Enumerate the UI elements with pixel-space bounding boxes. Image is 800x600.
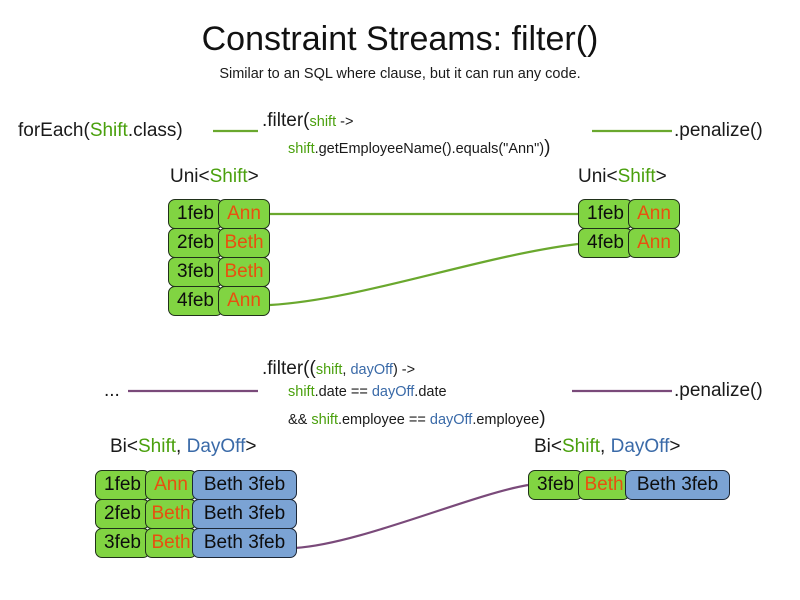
bi-penalize-expression: .penalize(): [674, 380, 763, 401]
cell-dayoff: Beth 3feb: [625, 470, 730, 500]
cell-employee-name: Ann: [218, 286, 270, 316]
bi-filter-l2-var2: dayOff: [371, 384, 415, 400]
cell-employee-name: Beth: [578, 470, 630, 500]
uni-filter-body: .getEmployeeName().equals("Ann"): [314, 141, 545, 157]
bi-input-type2: DayOff: [186, 436, 246, 457]
bi-filter-l3-var2: dayOff: [429, 412, 473, 428]
uni-input-pre: Uni<: [170, 166, 210, 187]
uni-output-post: >: [655, 166, 667, 187]
bi-output-sep: ,: [600, 436, 611, 457]
cell-dayoff: Beth 3feb: [192, 499, 297, 529]
cell-employee-name: Beth: [145, 499, 197, 529]
cell-date: 2feb: [95, 499, 150, 529]
uni-input-stream-label: Uni<Shift>: [170, 166, 259, 188]
bi-filter-l3-pre: &&: [288, 412, 312, 428]
cell-dayoff: Beth 3feb: [192, 470, 297, 500]
foreach-expression: forEach(Shift.class): [18, 120, 183, 142]
uni-output-type: Shift: [617, 166, 656, 187]
cell-date: 3feb: [95, 528, 150, 558]
uni-filter-close-paren: ): [544, 137, 551, 158]
uni-filter-prefix: .filter(: [262, 110, 310, 131]
uni-filter-body-var: shift: [288, 141, 315, 157]
bi-filter-l3-post: .employee: [472, 412, 540, 428]
bi-filter-arrow: ) ->: [392, 362, 416, 378]
bi-filter-prefix: .filter((: [262, 358, 316, 379]
uni-output-stream-label: Uni<Shift>: [578, 166, 667, 188]
foreach-prefix: forEach(: [18, 120, 90, 141]
bi-source-ellipsis: ...: [104, 380, 120, 401]
bi-filter-l3-mid: .employee ==: [337, 412, 430, 428]
bi-filter-line2: shift.date == dayOff.date: [288, 384, 447, 400]
bi-input-type1: Shift: [138, 436, 177, 457]
cell-employee-name: Beth: [218, 257, 270, 287]
cell-employee-name: Ann: [628, 199, 680, 229]
cell-date: 1feb: [168, 199, 223, 229]
cell-employee-name: Beth: [145, 528, 197, 558]
uni-output-pre: Uni<: [578, 166, 618, 187]
bi-filter-sep: ,: [342, 362, 351, 378]
bi-output-post: >: [669, 436, 681, 457]
cell-employee-name: Ann: [145, 470, 197, 500]
bi-input-post: >: [245, 436, 257, 457]
cell-date: 4feb: [578, 228, 633, 258]
bi-output-pre: Bi<: [534, 436, 562, 457]
uni-input-type: Shift: [209, 166, 248, 187]
uni-filter-line1: .filter(shift ->: [262, 110, 353, 132]
cell-date: 1feb: [578, 199, 633, 229]
bi-output-type1: Shift: [562, 436, 601, 457]
cell-date: 4feb: [168, 286, 223, 316]
bi-input-stream-label: Bi<Shift, DayOff>: [110, 436, 256, 458]
cell-date: 3feb: [528, 470, 583, 500]
bi-filter-var2: dayOff: [350, 362, 393, 378]
bi-filter-l3-var1: shift: [311, 412, 338, 428]
foreach-suffix: .class): [127, 120, 183, 141]
bi-filter-l2-var1: shift: [288, 384, 315, 400]
uni-filter-arrow: ->: [336, 114, 354, 130]
cell-date: 2feb: [168, 228, 223, 258]
cell-employee-name: Beth: [218, 228, 270, 258]
cell-date: 1feb: [95, 470, 150, 500]
bi-filter-var1: shift: [315, 362, 343, 378]
bi-filter-line1: .filter((shift, dayOff) ->: [262, 358, 415, 380]
uni-penalize-expression: .penalize(): [674, 120, 763, 141]
uni-filter-line2: shift.getEmployeeName().equals("Ann")): [288, 137, 550, 159]
bi-output-stream-label: Bi<Shift, DayOff>: [534, 436, 680, 458]
cell-dayoff: Beth 3feb: [192, 528, 297, 558]
slide-title: Constraint Streams: filter(): [201, 20, 599, 58]
foreach-type: Shift: [89, 120, 128, 141]
cell-date: 3feb: [168, 257, 223, 287]
cell-employee-name: Ann: [628, 228, 680, 258]
bi-input-sep: ,: [176, 436, 187, 457]
slide-subtitle: Similar to an SQL where clause, but it c…: [219, 66, 581, 82]
cell-employee-name: Ann: [218, 199, 270, 229]
wire-bi-row3: [294, 483, 529, 550]
bi-output-type2: DayOff: [610, 436, 670, 457]
bi-filter-close-paren: ): [539, 408, 546, 429]
bi-input-pre: Bi<: [110, 436, 138, 457]
bi-filter-line3: && shift.employee == dayOff.employee): [288, 408, 546, 430]
bi-filter-l2-post: .date: [414, 384, 447, 400]
uni-input-post: >: [247, 166, 259, 187]
uni-filter-var: shift: [309, 114, 337, 130]
wire-uni-row4: [269, 242, 579, 307]
bi-filter-l2-mid: .date ==: [314, 384, 372, 400]
